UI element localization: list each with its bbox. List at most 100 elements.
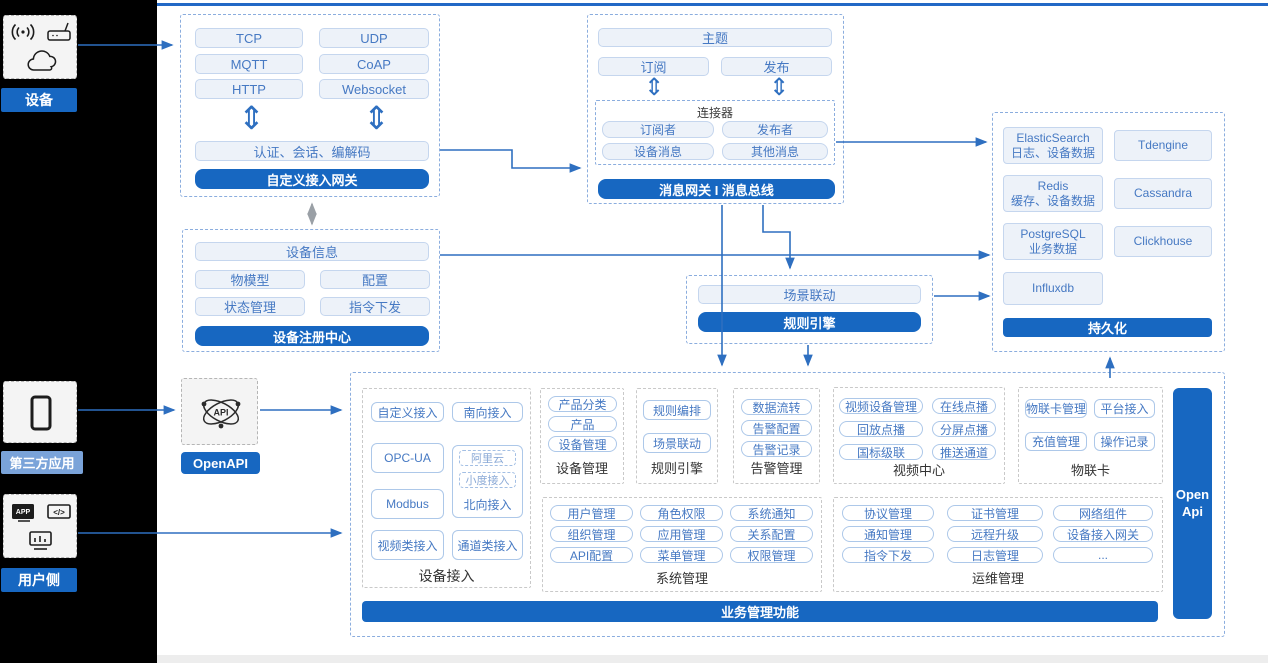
group-video-center-label-text: 视频中心 [892, 463, 945, 478]
node-influxdb: Influxdb [1003, 272, 1103, 305]
node-relation-config-text: 关系配置 [747, 527, 796, 542]
node-north-access-text: 北向接入 [463, 498, 512, 512]
node-channel-access: 通道类接入 [452, 530, 523, 560]
node-product-category-text: 产品分类 [558, 397, 607, 412]
node-scene-linkage-2-text: 场景联动 [652, 436, 701, 451]
node-product-text: 产品 [570, 417, 595, 432]
node-custom-access: 自定义接入 [371, 402, 444, 422]
third-party-rail-label: 第三方应用 [1, 451, 83, 474]
node-coap-text: CoAP [357, 56, 391, 72]
node-push-channel-text: 推送通道 [939, 445, 988, 460]
group-alarm-label: 告警管理 [733, 458, 820, 477]
node-command-send-text: 指令下发 [348, 300, 401, 315]
node-modbus-text: Modbus [386, 497, 429, 511]
node-opcua-text: OPC-UA [384, 451, 431, 465]
node-system-notice-text: 系统通知 [747, 506, 796, 521]
node-product-category: 产品分类 [548, 396, 617, 412]
user-rail-label-text: 用户侧 [18, 572, 60, 588]
node-ops-more-text: ... [1097, 548, 1108, 562]
openapi-label-text: OpenAPI [193, 455, 248, 471]
node-ops-more: ... [1053, 547, 1153, 563]
node-app-mgmt-text: 应用管理 [657, 527, 706, 542]
node-codec: 认证、会话、编解码 [195, 141, 429, 161]
business-title-text: 业务管理功能 [720, 605, 799, 620]
updown-arrow-icon: ⇕ [644, 74, 665, 101]
node-permission-mgmt: 权限管理 [730, 547, 813, 563]
app-window-icon: APP [12, 504, 34, 522]
node-udp-text: UDP [360, 30, 388, 46]
node-log-mgmt-text: 日志管理 [970, 548, 1019, 563]
node-device-info: 设备信息 [195, 242, 429, 261]
node-config-text: 配置 [361, 273, 388, 288]
node-operation-record: 操作记录 [1094, 432, 1155, 451]
node-redis-desc: 缓存、设备数据 [1010, 193, 1095, 208]
group-device-access-label: 设备接入 [362, 566, 531, 586]
node-online-play: 在线点播 [932, 398, 996, 414]
node-clickhouse-name: Clickhouse [1133, 234, 1193, 248]
node-subscriber: 订阅者 [602, 121, 714, 138]
wifi-signal-icon [11, 23, 35, 41]
connector-title-text: 连接器 [696, 106, 733, 120]
node-role-permission: 角色权限 [640, 505, 723, 521]
node-thing-model-text: 物模型 [230, 273, 270, 288]
group-ops-mgmt-label: 运维管理 [833, 568, 1163, 587]
device-rail-label: 设备 [1, 88, 77, 112]
node-tdengine-name: Tdengine [1137, 138, 1189, 152]
node-publish-text: 发布 [763, 60, 790, 75]
node-api-config-text: API配置 [569, 548, 614, 563]
node-http: HTTP [195, 79, 303, 99]
node-cassandra-name: Cassandra [1133, 186, 1193, 200]
node-xiaodu-text: 小度接入 [465, 475, 510, 487]
group-rule-engine-label: 规则引擎 [636, 458, 718, 477]
node-device-access-gateway-text: 设备接入网关 [1066, 527, 1139, 542]
node-scene-linkage-text: 场景联动 [783, 288, 836, 303]
node-south-access-text: 南向接入 [463, 405, 512, 420]
node-websocket: Websocket [319, 79, 429, 99]
node-permission-mgmt-text: 权限管理 [747, 548, 796, 563]
node-elasticsearch: ElasticSearch 日志、设备数据 [1003, 127, 1103, 164]
node-mqtt: MQTT [195, 54, 303, 74]
node-relation-config: 关系配置 [730, 526, 813, 542]
node-state-mgmt: 状态管理 [195, 297, 305, 316]
updown-arrow-icon: ⇕ [238, 100, 265, 136]
group-device-mgmt-label-text: 设备管理 [555, 461, 608, 476]
node-device-access-gateway: 设备接入网关 [1053, 526, 1153, 542]
router-icon [47, 22, 71, 41]
node-alarm-record: 告警记录 [741, 441, 812, 457]
open-api-bar: Open Api [1173, 388, 1212, 619]
node-playback-text: 回放点播 [856, 422, 905, 437]
node-video-device-mgmt-text: 视频设备管理 [844, 399, 917, 414]
node-video-device-mgmt: 视频设备管理 [839, 398, 923, 414]
group-rule-engine-label-text: 规则引擎 [650, 461, 703, 476]
node-command-dispatch-text: 指令下发 [863, 548, 912, 563]
node-org-mgmt-text: 组织管理 [567, 527, 616, 542]
third-party-rail-label-text: 第三方应用 [9, 456, 75, 471]
group-ops-mgmt-label-text: 运维管理 [971, 571, 1024, 586]
svg-text:API: API [213, 408, 228, 418]
connector-title: 连接器 [595, 104, 835, 121]
node-mqtt-text: MQTT [230, 56, 268, 72]
node-protocol-mgmt: 协议管理 [842, 505, 934, 521]
node-thing-model: 物模型 [195, 270, 305, 289]
node-gb-cascade: 国标级联 [839, 444, 923, 460]
node-channel-access-text: 通道类接入 [457, 538, 518, 553]
node-device-info-text: 设备信息 [285, 245, 338, 260]
node-notify-mgmt-text: 通知管理 [863, 527, 912, 542]
node-protocol-mgmt-text: 协议管理 [863, 506, 912, 521]
node-video-access-text: 视频类接入 [377, 538, 438, 553]
node-push-channel: 推送通道 [932, 444, 996, 460]
node-recharge-mgmt-text: 充值管理 [1031, 435, 1080, 449]
node-tcp-text: TCP [236, 30, 262, 46]
node-log-mgmt: 日志管理 [947, 547, 1043, 563]
node-data-flow: 数据流转 [741, 399, 812, 415]
node-codec-text: 认证、会话、编解码 [253, 144, 371, 160]
node-product: 产品 [548, 416, 617, 432]
node-iot-card-mgmt: 物联卡管理 [1025, 399, 1087, 418]
node-other-message: 其他消息 [722, 143, 828, 160]
node-south-access: 南向接入 [452, 402, 523, 422]
node-iot-card-mgmt-text: 物联卡管理 [1026, 402, 1087, 416]
node-remote-upgrade: 远程升级 [947, 526, 1043, 542]
node-menu-mgmt-text: 菜单管理 [657, 548, 706, 563]
message-bus-title-text: 消息网关 I 消息总线 [659, 182, 774, 198]
node-online-play-text: 在线点播 [939, 399, 988, 414]
